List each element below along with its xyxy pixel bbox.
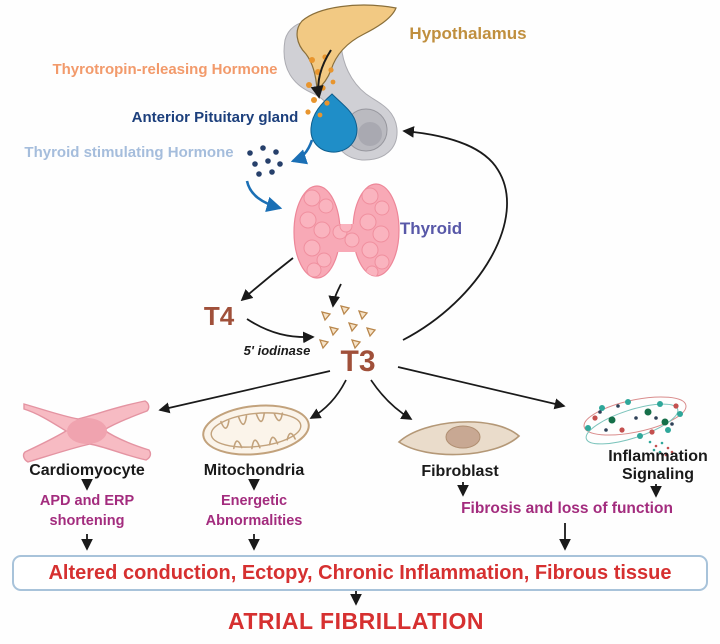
arrow-t3-to-fibroblast	[370, 379, 413, 420]
arrow-tsh-to-thyroid	[245, 180, 283, 212]
arrow-t3-to-cardiomyocyte	[158, 370, 331, 414]
tsh-particles	[247, 145, 283, 177]
apd-erp-effect-label: APD and ERP shortening	[40, 492, 134, 531]
energetic-line2: Abnormalities	[205, 512, 303, 529]
thyroid-label: Thyroid	[399, 219, 463, 238]
anterior-pituitary-label: Anterior Pituitary gland	[131, 109, 299, 126]
arrow-t3-to-mitochondria	[309, 379, 347, 419]
fibrosis-effect-label: Fibrosis and loss of function	[461, 500, 673, 517]
inflammation-label-line1: Inflammation	[608, 448, 708, 465]
apd-erp-line2: shortening	[49, 512, 125, 529]
tsh-label: Thyroid stimulating Hormone	[24, 144, 234, 161]
t3-particles	[318, 305, 377, 350]
fibroblast-illustration	[397, 421, 521, 456]
t3-label: T3	[340, 345, 376, 378]
outcome-box: Altered conduction, Ectopy, Chronic Infl…	[12, 555, 708, 591]
apd-erp-line1: APD and ERP	[39, 493, 135, 509]
outcome-box-text: Altered conduction, Ectopy, Chronic Infl…	[48, 561, 672, 584]
atrial-fibrillation-label: ATRIAL FIBRILLATION	[227, 608, 485, 634]
fibroblast-nucleus	[445, 425, 481, 449]
energetic-effect-label: Energetic Abnormalities	[206, 492, 303, 531]
mitochondria-illustration	[202, 404, 310, 456]
energetic-line1: Energetic	[220, 493, 288, 509]
arrow-t3-to-inflammation	[397, 366, 566, 410]
arrow-thyroid-to-t3	[328, 283, 342, 308]
t4-label: T4	[203, 301, 235, 331]
arrow-pituitary-to-tsh	[290, 139, 314, 165]
fibroblast-label: Fibroblast	[421, 463, 499, 480]
inflammation-signaling-label: Inflammation Signaling	[608, 448, 708, 485]
mitochondria-label: Mitochondria	[203, 462, 305, 479]
arrow-t3-feedback-to-pituitary	[402, 126, 508, 341]
posterior-pituitary-shade	[358, 122, 382, 146]
cardiomyocyte-nucleus	[67, 418, 107, 444]
arrow-t4-to-t3	[246, 318, 315, 344]
hypothalamus-label: Hypothalamus	[409, 24, 527, 43]
anterior-pituitary-shape	[310, 93, 358, 153]
iodinase-enzyme-label: 5' iodinase	[243, 343, 311, 358]
arrow-thyroid-to-t4	[240, 257, 294, 302]
trh-label: Thyrotropin-releasing Hormone	[52, 61, 278, 78]
hypothalamus-pituitary-illustration	[283, 4, 398, 161]
arrow-hypothalamus-to-pituitary	[310, 49, 332, 99]
cardiomyocyte-label: Cardiomyocyte	[29, 462, 145, 479]
inflammation-signaling-illustration	[583, 396, 687, 457]
cardiomyocyte-illustration	[22, 400, 152, 463]
thyroid-gland-illustration	[293, 183, 400, 279]
inflammation-label-line2: Signaling	[622, 466, 694, 484]
